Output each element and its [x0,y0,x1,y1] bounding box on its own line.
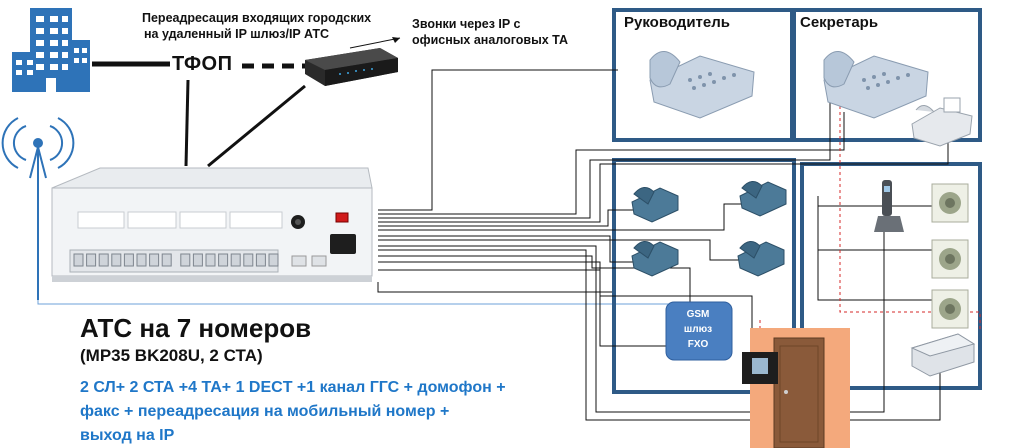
desk-phone-icon [739,181,787,217]
speaker-icon [931,289,969,329]
rj11-port [180,253,191,267]
rj11-port [123,253,134,267]
rj11-port [86,253,97,267]
desk-phone-icon [631,187,679,223]
ip-calls-caption-line: Звонки через IP с [412,17,521,31]
rj11-port [192,253,203,267]
gsm-gateway-line: FXO [687,339,709,350]
rj11-port [161,253,172,267]
fax-icon [911,97,973,147]
room-title-manager: Руководитель [624,14,730,31]
ip-calls-caption-line: офисных аналоговых ТА [412,33,569,47]
rj11-port [268,253,279,267]
speaker-icon [931,183,969,223]
main-title: АТС на 7 номеров [80,313,312,343]
room-title-secretary: Секретарь [800,14,879,31]
rj11-port [73,253,84,267]
rj11-port [218,253,229,267]
radio-antenna-icon [1,117,75,300]
intercom-door-icon [742,328,850,448]
rj11-port [205,253,216,267]
rj11-port [149,253,160,267]
rj11-port [230,253,241,267]
desk-phone-icon [631,241,679,277]
ip-gateway-icon [305,48,398,86]
pstn-label: ТФОП [172,53,233,75]
rj11-port [243,253,254,267]
ip-calls-caption: Звонки через IP с офисных аналоговых ТА [412,16,568,48]
forwarding-caption: Переадресация входящих городских на удал… [142,10,371,42]
pbx-unit [51,167,373,282]
rj11-port [136,253,147,267]
speaker-icon [931,239,969,279]
gsm-gateway-line: GSM [686,309,710,320]
rj11-port [111,253,122,267]
dect-phone-icon [874,180,904,232]
office-building-icon [12,8,90,92]
office-phone-icon [823,51,929,119]
office-phone-icon [649,51,755,119]
model-subtitle: (MP35 BK208U, 2 СТА) [80,346,263,365]
forwarding-caption-line: Переадресация входящих городских [142,11,372,25]
rj11-port [255,253,266,267]
features-line: выход на IP [80,427,175,444]
intercom-unit [910,333,976,377]
gsm-gateway-label: GSM шлюз FXO [667,307,729,352]
features-list: 2 СЛ+ 2 СТА +4 ТА+ 1 DECT +1 канал ГГС +… [80,376,580,448]
gsm-gateway [665,301,733,361]
features-line: 2 СЛ+ 2 СТА +4 ТА+ 1 DECT +1 канал ГГС +… [80,379,506,396]
desk-phone-icon [737,241,785,277]
gsm-gateway-line: шлюз [683,324,713,335]
rj11-port [98,253,109,267]
features-line: факс + переадресация на мобильный номер … [80,403,450,420]
forwarding-caption-line: на удаленный IP шлюз/IP АТС [144,27,330,41]
